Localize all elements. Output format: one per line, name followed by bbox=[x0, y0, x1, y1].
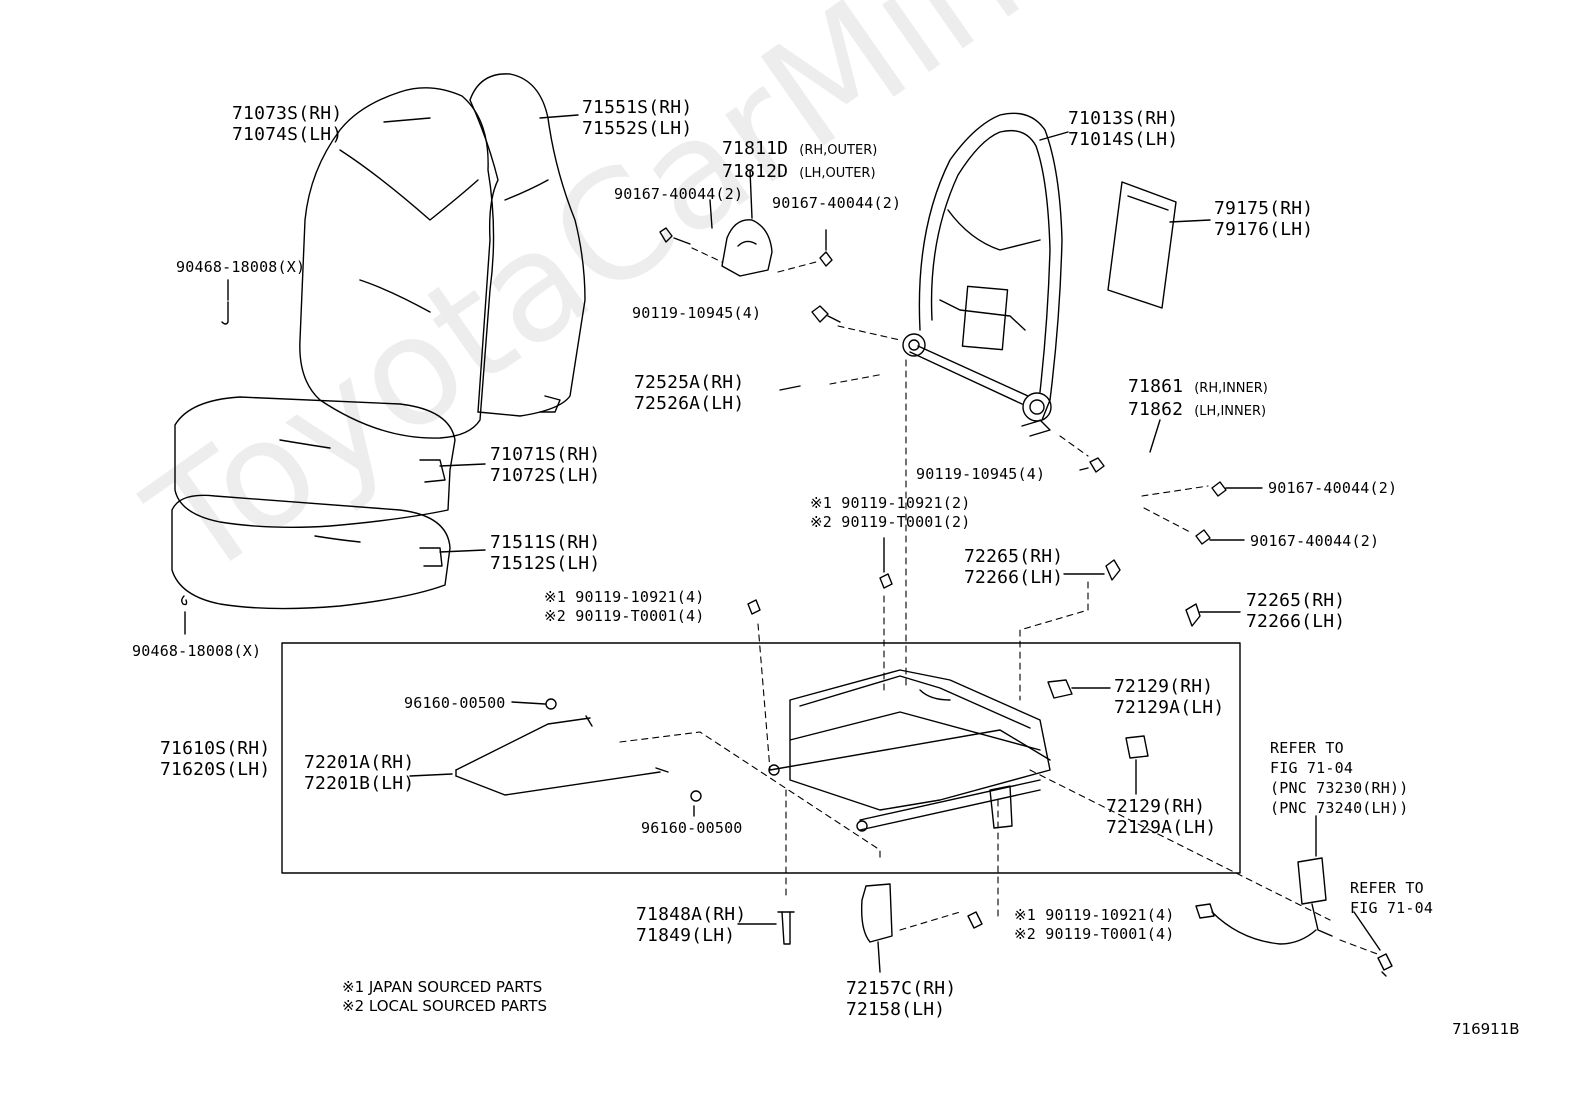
buckle-shape bbox=[1195, 857, 1333, 945]
clip-right-shape bbox=[1185, 603, 1201, 627]
track-assembly-box bbox=[281, 642, 1241, 874]
label-seatback-pad: 71551S(RH) 71552S(LH) bbox=[582, 97, 693, 139]
label-cover-a: 72129(RH) 72129A(LH) bbox=[1114, 676, 1225, 718]
label-refer-belt: REFER TO FIG 71-04 (PNC 73230(RH)) (PNC … bbox=[1270, 739, 1409, 817]
label-clip-right: 72265(RH) 72266(LH) bbox=[1246, 590, 1346, 632]
seatback-pad-shape bbox=[469, 73, 586, 417]
hog-ring-lower-shape bbox=[181, 595, 188, 606]
cushion-pad-shape bbox=[171, 494, 451, 610]
label-rail-cover: 72157C(RH) 72158(LH) bbox=[846, 978, 957, 1020]
figure-id: 716911B bbox=[1452, 1020, 1520, 1038]
rail-cover-shape bbox=[860, 883, 893, 943]
label-bolt-left: ※1 90119-10921(4) ※2 90119-T0001(4) bbox=[544, 588, 705, 625]
label-recliner-cover: 72525A(RH) 72526A(LH) bbox=[634, 372, 745, 414]
cover-b-shape bbox=[1125, 735, 1149, 759]
label-screw-inner-1: 90167-40044(2) bbox=[1268, 479, 1398, 497]
back-board-shape bbox=[1107, 181, 1177, 309]
label-clip-upper: 72265(RH) 72266(LH) bbox=[964, 546, 1064, 588]
label-hog-ring-upper: 90468-18008(X) bbox=[176, 258, 306, 276]
label-cushion-pad: 71511S(RH) 71512S(LH) bbox=[490, 532, 601, 574]
label-screw-outer-left: 90167-40044(2) bbox=[614, 185, 744, 203]
recliner-lower-shape bbox=[1022, 392, 1052, 422]
cover-a-shape bbox=[1047, 679, 1073, 699]
label-bolt-bottom: ※1 90119-10921(4) ※2 90119-T0001(4) bbox=[1014, 906, 1175, 943]
label-bolt-frame-lower: 90119-10945(4) bbox=[916, 465, 1046, 483]
seat-track-shape bbox=[768, 669, 1051, 832]
pin-shape bbox=[777, 911, 795, 945]
label-back-frame: 71013S(RH) 71014S(LH) bbox=[1068, 108, 1179, 150]
label-outer-cover: 71811D (RH,OUTER) 71812D (LH,OUTER) bbox=[722, 138, 878, 182]
clip-upper-shape bbox=[1105, 559, 1121, 581]
label-bolt-frame: 90119-10945(4) bbox=[632, 304, 762, 322]
label-adjuster-bar: 72201A(RH) 72201B(LH) bbox=[304, 752, 415, 794]
outer-cover-shape bbox=[721, 219, 773, 277]
label-seatback-cover: 71073S(RH) 71074S(LH) bbox=[232, 103, 343, 145]
label-bolt-center: ※1 90119-10921(2) ※2 90119-T0001(2) bbox=[810, 494, 971, 531]
hog-ring-upper-shape bbox=[221, 301, 229, 325]
label-ring-upper: 96160-00500 bbox=[404, 694, 506, 712]
label-hog-ring-lower: 90468-18008(X) bbox=[132, 642, 262, 660]
label-track-assy: 71610S(RH) 71620S(LH) bbox=[160, 738, 271, 780]
label-screw-outer-right: 90167-40044(2) bbox=[772, 194, 902, 212]
back-frame-shape bbox=[909, 112, 1063, 427]
note-local-sourced: ※2 LOCAL SOURCED PARTS bbox=[342, 997, 547, 1015]
label-ring-lower: 96160-00500 bbox=[641, 819, 743, 837]
label-cover-b: 72129(RH) 72129A(LH) bbox=[1106, 796, 1217, 838]
label-refer-bolt: REFER TO FIG 71-04 bbox=[1350, 879, 1434, 917]
adjuster-bar-shape bbox=[409, 715, 669, 796]
seatback-cover-shape bbox=[299, 87, 561, 439]
cushion-cover-shape bbox=[174, 396, 456, 529]
note-japan-sourced: ※1 JAPAN SOURCED PARTS bbox=[342, 978, 543, 996]
label-cushion-cover: 71071S(RH) 71072S(LH) bbox=[490, 444, 601, 486]
label-back-board: 79175(RH) 79176(LH) bbox=[1214, 198, 1314, 240]
label-inner-cover: 71861 (RH,INNER) 71862 (LH,INNER) bbox=[1128, 376, 1268, 420]
label-pin: 71848A(RH) 71849(LH) bbox=[636, 904, 747, 946]
label-screw-inner-2: 90167-40044(2) bbox=[1250, 532, 1380, 550]
recliner-upper-shape bbox=[902, 333, 926, 357]
screw-shapes bbox=[659, 227, 1393, 971]
